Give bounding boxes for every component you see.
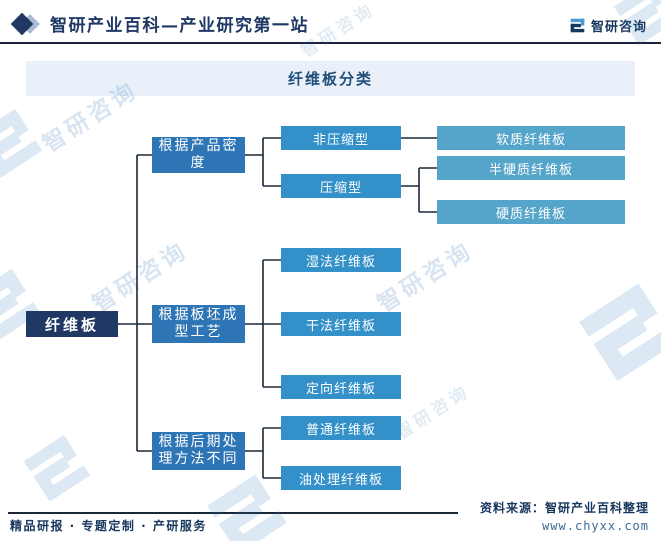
zhiyan-logo: 智研咨询	[569, 16, 647, 35]
zhiyan-logo-text: 智研咨询	[590, 20, 647, 35]
brand: 智研产业百科—产业研究第一站	[10, 11, 309, 36]
node-wet-fiberboard: 湿法纤维板	[281, 248, 401, 272]
footer-source: 资料来源：智研产业百科整理	[479, 501, 649, 515]
header-title: 智研产业百科—产业研究第一站	[50, 16, 309, 36]
node-hard-fiberboard: 硬质纤维板	[437, 200, 625, 224]
root-node-fiberboard: 纤维板	[26, 311, 118, 337]
node-compressed: 压缩型	[281, 174, 401, 198]
branch-node-forming-process: 根据板坯成型工艺	[152, 305, 245, 343]
footer-website: www.chyxx.com	[542, 519, 649, 533]
node-oiltreated-fiberboard: 油处理纤维板	[281, 466, 401, 490]
header: 智研产业百科—产业研究第一站 智研咨询	[0, 0, 661, 42]
node-soft-fiberboard: 软质纤维板	[437, 126, 625, 150]
node-ordinary-fiberboard: 普通纤维板	[281, 416, 401, 440]
diagram-title: 纤维板分类	[287, 70, 373, 88]
footer-divider	[8, 512, 458, 514]
branch-node-density: 根据产品密度	[152, 137, 245, 173]
header-divider	[0, 42, 661, 44]
footer-services: 精品研报 · 专题定制 · 产研服务	[10, 519, 207, 533]
footer-source-block: 资料来源：智研产业百科整理 www.chyxx.com	[480, 499, 649, 533]
title-banner: 纤维板分类	[26, 61, 635, 96]
node-semihard-fiberboard: 半硬质纤维板	[437, 156, 625, 180]
node-dry-fiberboard: 干法纤维板	[281, 312, 401, 336]
node-oriented-fiberboard: 定向纤维板	[281, 375, 401, 399]
node-noncompressed: 非压缩型	[281, 126, 401, 150]
zhiyan-logo-icon	[569, 17, 586, 34]
branch-node-posttreatment: 根据后期处理方法不同	[152, 432, 245, 470]
